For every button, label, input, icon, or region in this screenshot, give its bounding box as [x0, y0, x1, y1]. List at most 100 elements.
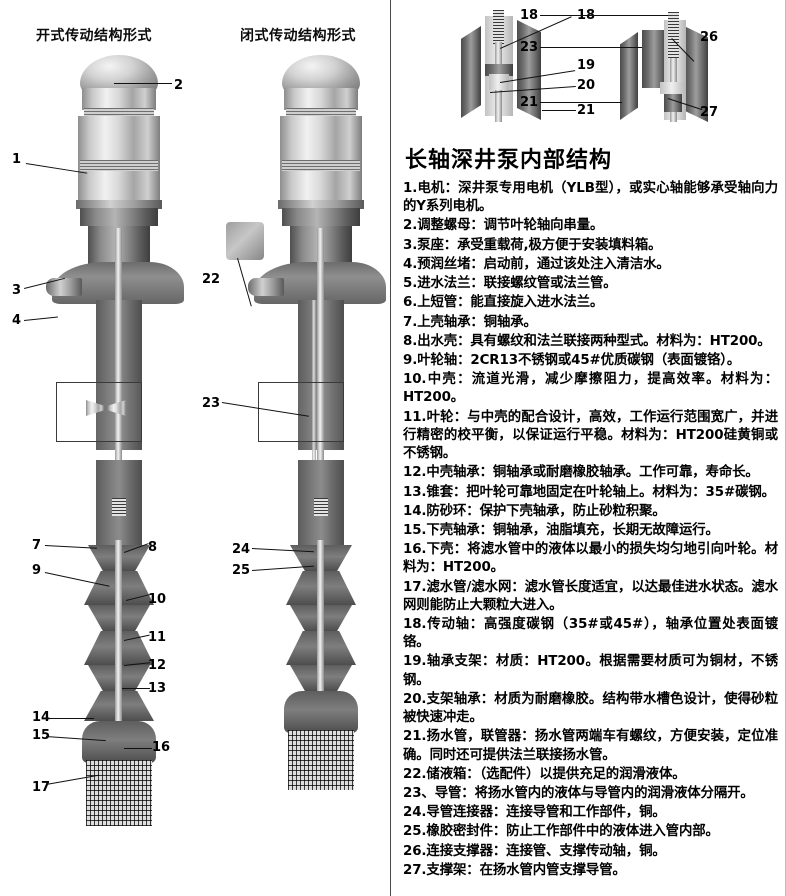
spec-item-7: 7.上壳轴承：铜轴承。: [403, 314, 537, 330]
spec-item-27: 27.支撑架：在扬水管内管支撑导管。: [403, 862, 626, 878]
bearing-bracket: [485, 64, 513, 76]
motor-base-ring-closed: [278, 200, 364, 209]
spec-item-24: 24.导管连接器：连接导管和工作部件，铜。: [403, 805, 666, 821]
spec-item-22: 22.储液箱：（选配件）以提供充足的润滑液体。: [403, 766, 686, 782]
spec-item-9: 9.叶轮轴：2CR13不锈钢或45#优质碳钢（表面镀铬）。: [403, 352, 741, 368]
spec-item-11: 11.叶轮：与中壳的配合设计，高效，工作运行范围宽广，并进行精密的校平衡，以保证…: [403, 409, 778, 462]
callout-8: 8: [148, 540, 158, 555]
leader-line-14: [46, 718, 94, 719]
strainer-screen: [86, 760, 152, 826]
shaft-coupling-thread: [112, 498, 126, 516]
callout-21-left: 21: [577, 103, 596, 118]
leader-line-18-right: [540, 15, 668, 16]
spec-item-8: 8.出水壳：具有螺纹和法兰联接两种型式。材料为：HT200。: [403, 333, 771, 349]
drive-shaft-thread: [493, 10, 504, 44]
spec-item-19: 19.轴承支架：材质：HT200。根据需要材质可为铜材，不锈钢。: [403, 654, 778, 688]
spec-item-4: 4.预润丝堵：启动前，通过该处注入清洁水。: [403, 256, 670, 272]
callout-23-detail: 23: [520, 40, 539, 55]
guide-tube: [312, 300, 316, 480]
callout-19: 19: [577, 58, 596, 73]
callout-18-right: 18: [520, 8, 539, 23]
callout-21-right: 21: [520, 95, 539, 110]
spec-item-17: 17.滤水管/滤水网：滤水管长度适宜，以达最佳进水状态。滤水网则能防止大颗粒大进…: [403, 579, 778, 613]
callout-12: 12: [148, 658, 167, 673]
callout-15: 15: [32, 728, 51, 743]
leader-line-21-left: [542, 110, 576, 111]
leader-line-16: [124, 748, 152, 749]
leader-line-21-right: [540, 102, 622, 103]
suction-bell-closed: [284, 691, 358, 733]
cutaway-outer-pipe-right: [517, 20, 541, 120]
motor-fin-band-mid: [80, 160, 158, 171]
spec-item-18: 18.传动轴：高强度碳钢（35#或45#），轴承位置处表面镀铬。: [403, 617, 778, 651]
spec-item-26: 26.连接支撑器：连接管、支撑传动轴，铜。: [403, 843, 666, 859]
motor-top-ring-closed: [284, 88, 358, 110]
spec-item-16: 16.下壳：将滤水管中的液体以最小的损失均匀地引向叶轮。材料为：HT200。: [403, 542, 778, 576]
leader-line-23-detail: [540, 47, 642, 48]
motor-body-closed: [280, 116, 362, 202]
motor-flange-closed: [282, 208, 360, 226]
oil-reservoir-box: [226, 222, 264, 260]
spec-item-10: 10.中壳：流道光滑，减少摩擦阻力，提高效率。材料为：HT200。: [403, 372, 778, 406]
callout-27: 27: [700, 105, 719, 120]
callout-9: 9: [32, 563, 42, 578]
leader-line-2: [114, 83, 172, 84]
spec-item-5: 5.进水法兰：联接螺纹管或法兰管。: [403, 276, 617, 292]
spec-item-14: 14.防砂环：保护下壳轴承，防止砂粒积聚。: [403, 503, 666, 519]
leader-line-13: [122, 688, 150, 689]
detail-highlight-box-open: [56, 382, 142, 442]
pump-diagram-panel: 开式传动结构形式 闭式传动结构形式: [0, 0, 390, 896]
impeller-shaft: [115, 540, 122, 755]
strainer-screen-closed: [288, 730, 354, 790]
motor-body: [78, 116, 160, 202]
motor-fin-band-top-closed: [286, 108, 356, 117]
spec-item-1: 1.电机：深井泵专用电机（YLB型），或实心轴能够承受轴向力的Y系列电机。: [403, 181, 778, 215]
suction-flange: [46, 278, 82, 296]
spec-item-15: 15.下壳轴承：铜轴承，油脂填充，长期无故障运行。: [403, 522, 719, 538]
detail-highlight-box-closed: [258, 382, 344, 442]
motor-flange: [80, 208, 158, 226]
heading-open-drive: 开式传动结构形式: [36, 28, 152, 44]
cutaway-outer-pipe-left: [461, 26, 481, 118]
motor-base-ring: [76, 200, 162, 209]
suction-flange-closed: [248, 278, 284, 296]
line-shaft-closed: [317, 228, 324, 528]
callout-17: 17: [32, 780, 51, 795]
spec-item-12: 12.中壳轴承：铜轴承或耐磨橡胶轴承。工作可靠，寿命长。: [403, 465, 759, 481]
cutaway-detail-open: [455, 8, 575, 128]
impeller-shaft-closed: [317, 540, 324, 740]
shaft-coupling-thread-closed: [314, 498, 328, 516]
callout-24: 24: [232, 542, 251, 557]
bracket-bearing: [489, 74, 509, 90]
spec-item-2: 2.调整螺母：调节叶轮轴向串量。: [403, 218, 604, 234]
line-shaft: [115, 228, 122, 528]
spec-item-3: 3.泵座：承受重载荷,极方便于安装填料箱。: [403, 237, 662, 253]
callout-7: 7: [32, 538, 42, 553]
callout-11: 11: [148, 630, 167, 645]
spec-item-6: 6.上短管：能直接旋入进水法兰。: [403, 295, 604, 311]
heading-closed-drive: 闭式传动结构形式: [240, 28, 356, 44]
callout-4: 4: [12, 313, 22, 328]
callout-2: 2: [174, 78, 184, 93]
spec-item-25: 25.橡胶密封件：防止工作部件中的液体进入管内部。: [403, 824, 719, 840]
motor-fin-band-top: [84, 108, 154, 117]
callout-23-assembly: 23: [202, 396, 221, 411]
callout-1: 1: [12, 152, 22, 167]
cutaway-outer-pipe-left-closed: [620, 32, 638, 120]
cutaway-outer-pipe-right-closed: [684, 26, 708, 122]
callout-14: 14: [32, 710, 51, 725]
callout-16: 16: [152, 740, 171, 755]
guide-tube-cutaway: [642, 30, 666, 88]
motor-top-ring: [82, 88, 156, 110]
spec-item-13: 13.锥套：把叶轮可靠地固定在叶轮轴上。材料为：35#碳钢。: [403, 484, 775, 500]
connector-support: [660, 82, 686, 94]
callout-13: 13: [148, 681, 167, 696]
suction-bell: [82, 721, 156, 763]
specification-panel: 长轴深井泵内部结构 1.电机：深井泵专用电机（YLB型），或实心轴能够承受轴向力…: [391, 0, 786, 896]
leader-line-4: [24, 316, 58, 321]
callout-10: 10: [148, 592, 167, 607]
panel-divider: [390, 0, 391, 896]
callout-3: 3: [12, 283, 22, 298]
page-title: 长轴深井泵内部结构: [405, 148, 613, 173]
